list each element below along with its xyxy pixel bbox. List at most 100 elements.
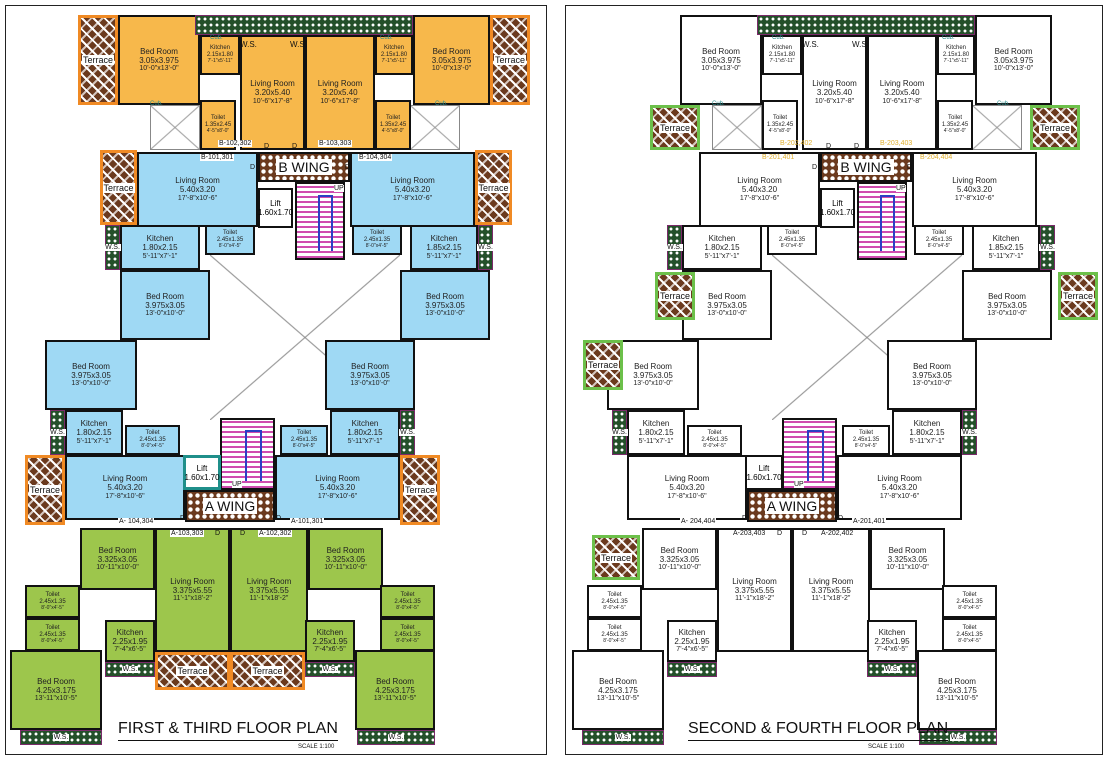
cupboard-label: Cub. bbox=[772, 35, 785, 41]
terrace-label: Terrace bbox=[1061, 291, 1094, 301]
room-size-metric: 3.975x3.05 bbox=[425, 300, 465, 310]
up-text: UP bbox=[232, 481, 242, 488]
door-label: D bbox=[250, 164, 255, 171]
room-size-metric: 2.45x1.35 bbox=[925, 237, 953, 244]
wing-label: B WING bbox=[838, 159, 894, 175]
room-size-feet: 8'-0"x4'-5" bbox=[927, 243, 951, 250]
room-size-feet: 13'-0"x10'-0" bbox=[350, 380, 390, 388]
room-size-metric: 1.85x2.15 bbox=[426, 243, 462, 253]
room-name: Kitchen bbox=[351, 419, 379, 429]
room-name: Bed Room bbox=[98, 545, 137, 555]
plan-scale: SCALE 1:100 bbox=[868, 744, 904, 750]
terrace-label: Terrace bbox=[1038, 122, 1071, 133]
cub-text: Cub. bbox=[435, 101, 448, 107]
ws-text: W.S. bbox=[240, 40, 257, 49]
ws-text: W.S. bbox=[961, 429, 978, 436]
room-size-feet: 10'-11"x10'-0" bbox=[886, 564, 929, 572]
door-label: D bbox=[812, 164, 817, 171]
up-text: UP bbox=[794, 481, 804, 488]
door-text: D bbox=[742, 515, 748, 522]
room-size-metric: 5.40x3.20 bbox=[394, 185, 431, 195]
room-size-metric: 5.40x3.20 bbox=[956, 185, 993, 195]
room-name: Living Room bbox=[879, 79, 925, 89]
room-size-feet: 8'-0"x4'-5" bbox=[396, 637, 419, 644]
door-text: D bbox=[264, 143, 270, 150]
room-size-metric: 3.975x3.05 bbox=[633, 370, 673, 380]
room-name: Living Room bbox=[390, 176, 435, 186]
room-size-metric: 2.45x1.35 bbox=[216, 237, 244, 244]
room-name: Toilet bbox=[947, 115, 962, 122]
room-size-metric: 1.85x2.15 bbox=[988, 243, 1024, 253]
ws-text: W.S. bbox=[1039, 244, 1056, 251]
room-size-feet: 13'-0"x10'-0" bbox=[425, 310, 465, 318]
room-name: Bed Room bbox=[326, 545, 365, 555]
room-name: Living Room bbox=[737, 176, 782, 186]
room-name: Toilet bbox=[222, 230, 237, 237]
room-name: Bed Room bbox=[351, 361, 389, 371]
door-text: D bbox=[345, 164, 351, 171]
terrace-label: Terrace bbox=[28, 485, 61, 495]
unit-number: B-202,402 bbox=[780, 140, 812, 147]
unit-text: B-203,403 bbox=[880, 140, 913, 147]
room-size-feet: 10'-6"x17'-8" bbox=[814, 97, 855, 105]
room-name: Kitchen bbox=[209, 45, 230, 52]
room-size-metric: 5.40x3.20 bbox=[319, 483, 356, 493]
plan-title: FIRST & THIRD FLOOR PLAN bbox=[118, 720, 338, 741]
stair-arrow-icon bbox=[244, 430, 262, 482]
room-size-metric: 3.20x5.40 bbox=[322, 88, 358, 98]
room-size-metric: 3.05x3.975 bbox=[139, 55, 179, 65]
room-name: Toilet bbox=[962, 624, 977, 631]
door-text: D bbox=[826, 143, 832, 150]
room-name: Kitchen bbox=[80, 419, 108, 429]
staircase bbox=[220, 418, 275, 490]
room-name: Living Room bbox=[812, 79, 857, 89]
up-text: UP bbox=[896, 185, 906, 192]
room-name: Living Room bbox=[808, 576, 854, 586]
room-size-metric: 2.15x1.80 bbox=[942, 52, 970, 59]
room-size-feet: 5'-11"x7'-1" bbox=[76, 437, 112, 445]
room-name: Toilet bbox=[45, 591, 60, 598]
door-label: D bbox=[345, 164, 350, 171]
terrace-label: Terrace bbox=[477, 182, 510, 193]
room-size-metric: 2.45x1.35 bbox=[290, 437, 318, 444]
room-size-feet: 13'-0"x10'-0" bbox=[912, 380, 952, 388]
room-size-feet: 8'-0"x4'-5" bbox=[958, 604, 981, 611]
wash-strip: W.S. bbox=[105, 662, 155, 677]
room-size-metric: 1.35x2.45 bbox=[204, 122, 232, 129]
room-size-metric: 1.80x2.15 bbox=[347, 428, 383, 438]
cupboard-label: Cub. bbox=[150, 101, 163, 107]
terrace: Terrace bbox=[592, 535, 640, 580]
room-size-feet: 13'-11"x10'-5" bbox=[935, 695, 979, 703]
cub-text: Cub. bbox=[150, 101, 163, 107]
room-name: Toilet bbox=[962, 591, 977, 598]
room-name: Toilet bbox=[772, 115, 787, 122]
unit-text: A-201,401 bbox=[853, 518, 886, 525]
room-name: Bed Room bbox=[660, 545, 699, 555]
room-size-metric: 1.80x2.15 bbox=[76, 428, 112, 438]
room-name: Living Room bbox=[877, 474, 922, 484]
room-size-feet: 5'-11"x7'-1" bbox=[988, 252, 1024, 260]
staircase bbox=[857, 182, 907, 260]
room-size-feet: 17'-8"x10'-6" bbox=[667, 492, 707, 500]
terrace-label: Terrace bbox=[599, 552, 632, 563]
room-size-feet: 8'-0"x4'-5" bbox=[141, 443, 164, 450]
room-size-feet: 10'-6"x17'-8" bbox=[882, 97, 922, 105]
room-size-feet: 17'-8"x10'-6" bbox=[954, 194, 995, 202]
terrace: Terrace bbox=[25, 455, 65, 525]
unit-text: A-102,302 bbox=[259, 530, 292, 537]
